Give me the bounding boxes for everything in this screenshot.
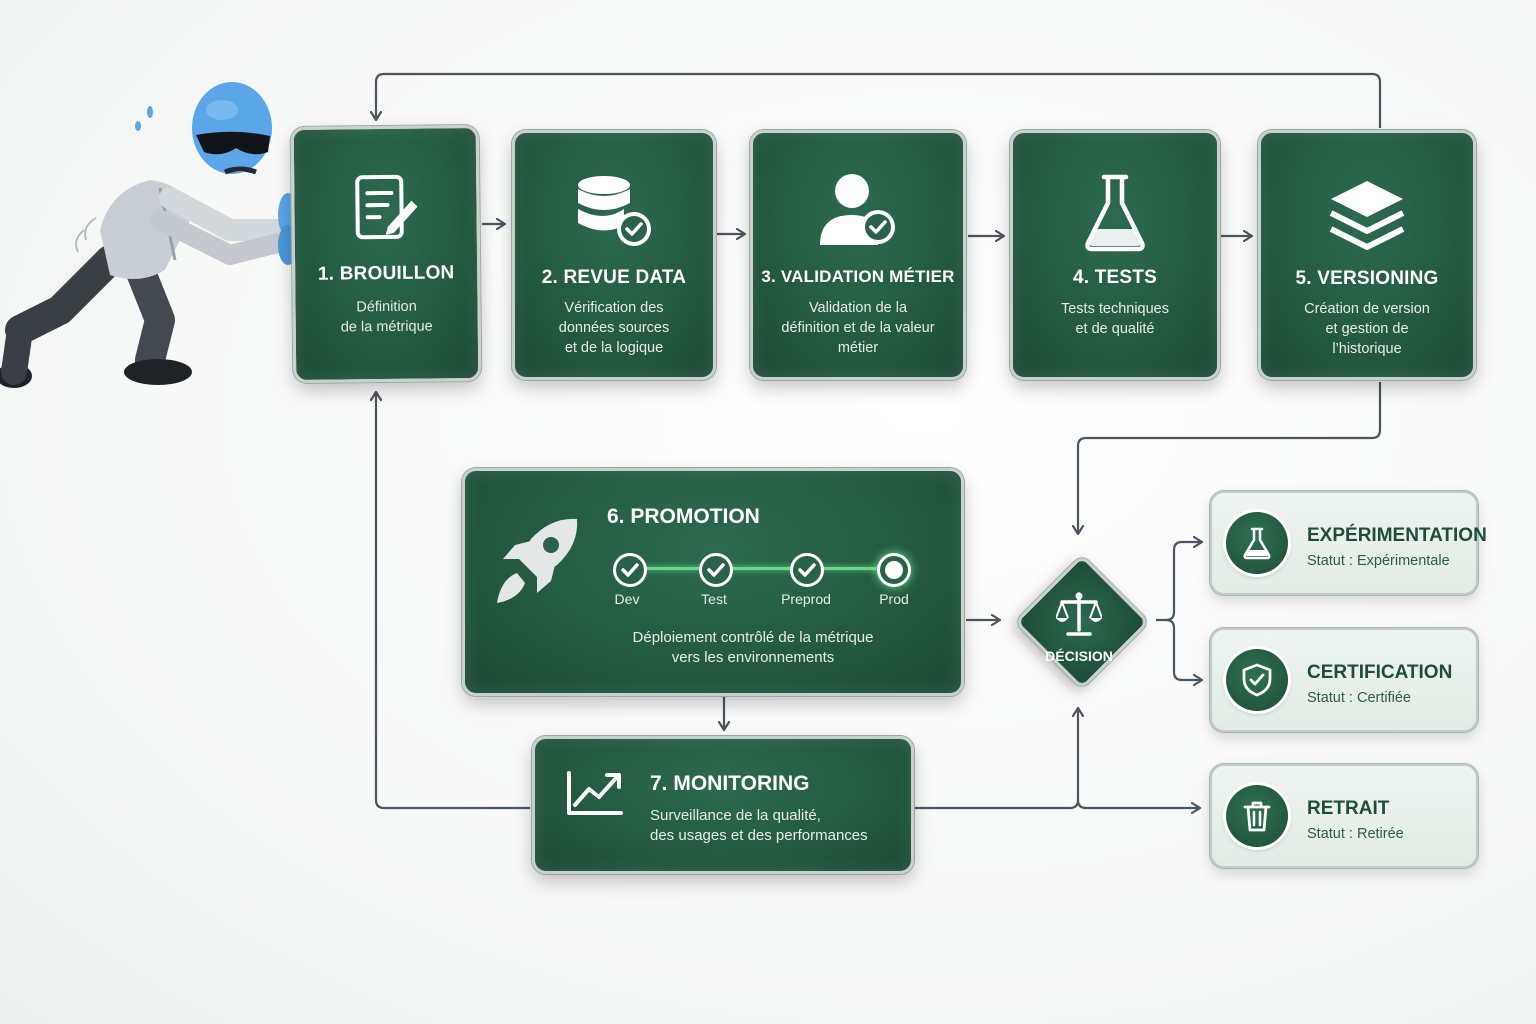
outcome-title: RETRAIT — [1307, 798, 1390, 819]
outcome-badge — [1226, 785, 1288, 847]
decision-label: DÉCISION — [1045, 648, 1113, 664]
check-icon — [621, 563, 639, 577]
layers-icon — [1329, 181, 1405, 250]
decision-to-experimentation — [1156, 542, 1202, 622]
pipeline-stage-dev — [613, 553, 647, 587]
monitoring-title: 7. MONITORING — [650, 772, 810, 795]
flask-icon — [1085, 174, 1145, 252]
step-title: 2. REVUE DATA — [541, 267, 687, 288]
step-description: Validation de la définition et de la val… — [781, 300, 935, 356]
pipeline-stage-prod — [877, 553, 911, 587]
step-description: Tests techniques et de qualité — [1060, 301, 1169, 337]
pipeline-stage-test — [699, 553, 733, 587]
monitoring-to-retrait — [1076, 799, 1200, 808]
stage-label-dev: Dev — [614, 591, 640, 607]
outcome-experimentation: EXPÉRIMENTATION Statut : Expérimentale — [1210, 491, 1487, 595]
step-card-versioning: 5. VERSIONING Création de version et ges… — [1258, 130, 1476, 380]
outcome-status: Statut : Retirée — [1307, 826, 1404, 842]
monitoring-card: 7. MONITORING Surveillance de la qualité… — [532, 736, 914, 874]
promotion-card: 6. PROMOTION Dev Test Preprod Prod Déplo… — [462, 468, 964, 696]
decision-node: DÉCISION — [1014, 554, 1150, 690]
trend-chart-icon — [567, 771, 623, 815]
outcome-badge — [1226, 512, 1288, 574]
database-check-icon — [578, 176, 651, 246]
stage-label-test: Test — [701, 591, 727, 607]
mascot-pushing-card — [0, 82, 298, 388]
step-card-validation-metier: 3. VALIDATION MÉTIER Validation de la dé… — [750, 130, 966, 380]
monitoring-to-decision — [914, 708, 1078, 810]
step-title: 3. VALIDATION MÉTIER — [761, 267, 955, 286]
step-description: Création de version et gestion de l’hist… — [1304, 301, 1430, 357]
check-icon — [707, 563, 725, 577]
shield-check-icon — [1242, 663, 1272, 697]
versioning-to-decision — [1078, 382, 1382, 534]
step-card-tests: 4. TESTS Tests techniques et de qualité — [1010, 130, 1220, 380]
step-title: 1. BROUILLON — [317, 262, 455, 285]
check-icon — [798, 563, 816, 577]
user-check-icon — [820, 174, 895, 245]
flask-icon — [1243, 527, 1271, 560]
scales-icon — [1056, 592, 1102, 636]
stage-label-prod: Prod — [879, 591, 909, 607]
step-card-brouillon: 1. BROUILLON Définition de la métrique — [290, 125, 482, 383]
decision-to-certification — [1165, 618, 1202, 680]
pipeline-line — [630, 567, 896, 570]
step-title: 5. VERSIONING — [1295, 268, 1439, 289]
outcome-status: Statut : Expérimentale — [1307, 553, 1450, 569]
outcome-certification: CERTIFICATION Statut : Certifiée — [1210, 628, 1478, 732]
monitoring-description: Surveillance de la qualité, des usages e… — [650, 807, 868, 844]
outcome-title: EXPÉRIMENTATION — [1307, 525, 1487, 546]
current-stage-dot — [885, 561, 903, 579]
outcome-retrait: RETRAIT Statut : Retirée — [1210, 764, 1478, 868]
step-description: Définition de la métrique — [340, 298, 433, 336]
outcome-title: CERTIFICATION — [1307, 662, 1453, 683]
document-edit-icon — [355, 174, 418, 240]
step-title: 4. TESTS — [1073, 267, 1157, 288]
step-description: Vérification des données sources et de l… — [558, 300, 670, 356]
loop-back-top — [376, 72, 1382, 128]
stage-label-preprod: Preprod — [781, 591, 831, 607]
outcome-status: Statut : Certifiée — [1307, 690, 1411, 706]
monitoring-loop-back — [376, 392, 530, 810]
trash-icon — [1243, 801, 1271, 832]
promotion-title: 6. PROMOTION — [607, 505, 760, 528]
promotion-description: Déploiement contrôlé de la métrique vers… — [632, 629, 874, 666]
pipeline-stage-preprod — [790, 553, 824, 587]
step-card-revue-data: 2. REVUE DATA Vérification des données s… — [512, 130, 716, 380]
outcome-badge — [1226, 649, 1288, 711]
rocket-icon — [497, 518, 578, 603]
